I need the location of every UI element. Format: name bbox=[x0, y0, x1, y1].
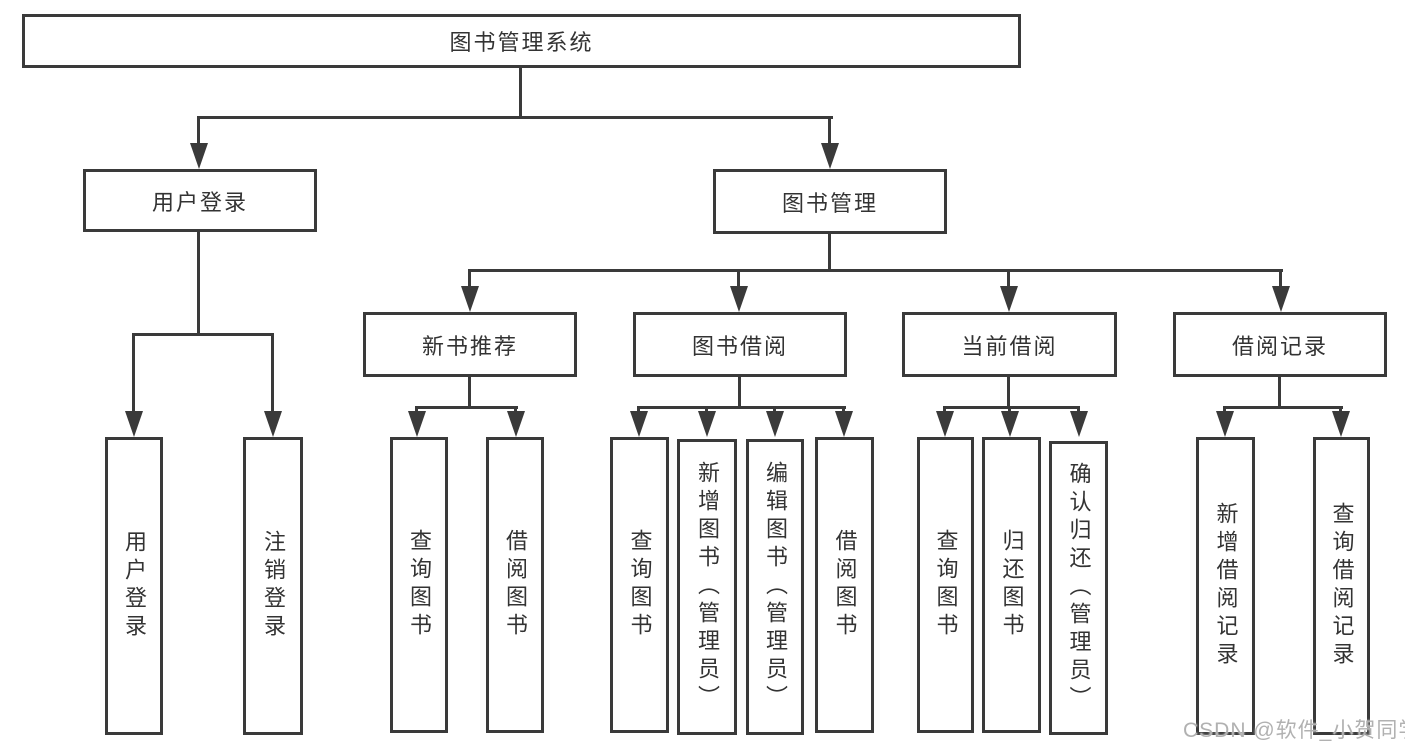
arrowhead-user-login bbox=[190, 143, 208, 169]
node-leaf-logout-label: 注销登录 bbox=[261, 530, 286, 642]
node-br-add-record: 新增借阅记录 bbox=[1196, 437, 1255, 735]
connector-drop-rec-query bbox=[415, 406, 418, 414]
connector-drop-br-query bbox=[1339, 406, 1342, 414]
connector-drop-bb-borrow bbox=[842, 406, 845, 414]
node-bb-borrow-books-label: 借阅图书 bbox=[832, 529, 858, 641]
arrowhead-rec-borrow bbox=[507, 411, 525, 437]
node-root-label: 图书管理系统 bbox=[449, 30, 594, 55]
node-cb-return-books-label: 归还图书 bbox=[999, 529, 1025, 641]
connector-drop-cb-query bbox=[943, 406, 946, 414]
connector-book-borrow-horizontal bbox=[637, 406, 846, 409]
connector-user-login-stem bbox=[197, 232, 200, 335]
connector-drop-borrow-records bbox=[1279, 269, 1282, 286]
arrowhead-bb-add bbox=[698, 411, 716, 437]
connector-drop-leaf-user-login bbox=[132, 333, 135, 413]
node-book-mgmt-label: 图书管理 bbox=[781, 190, 878, 216]
node-rec-query-books: 查询图书 bbox=[390, 437, 448, 733]
connector-current-borrow-stem bbox=[1007, 377, 1010, 409]
arrowhead-rec-query bbox=[408, 411, 426, 437]
node-bb-add-books-label: 新增图书（管理员） bbox=[695, 461, 720, 713]
node-borrow-records-label: 借阅记录 bbox=[1231, 333, 1328, 359]
arrowhead-cb-return bbox=[1001, 411, 1019, 437]
connector-drop-cb-confirm bbox=[1077, 406, 1080, 414]
node-bb-edit-books-label: 编辑图书（管理员） bbox=[763, 461, 788, 713]
node-cb-return-books: 归还图书 bbox=[982, 437, 1041, 733]
arrowhead-br-add bbox=[1216, 411, 1234, 437]
arrowhead-leaf-logout bbox=[264, 411, 282, 437]
arrowhead-cb-confirm bbox=[1070, 411, 1088, 437]
node-cb-query-books-label: 查询图书 bbox=[933, 529, 959, 641]
arrowhead-borrow-records bbox=[1272, 286, 1290, 312]
node-br-query-record: 查询借阅记录 bbox=[1313, 437, 1370, 735]
node-bb-query-books: 查询图书 bbox=[610, 437, 669, 733]
connector-user-login-horizontal bbox=[132, 333, 274, 336]
arrowhead-book-borrow bbox=[730, 286, 748, 312]
csdn-watermark: CSDN @软件_小贺同学 bbox=[1183, 719, 1405, 742]
arrowhead-bb-query bbox=[630, 411, 648, 437]
connector-new-book-rec-stem bbox=[468, 377, 471, 409]
arrowhead-cb-query bbox=[936, 411, 954, 437]
node-user-login-label: 用户登录 bbox=[151, 189, 248, 215]
node-rec-borrow-books-label: 借阅图书 bbox=[503, 529, 528, 641]
arrowhead-bb-borrow bbox=[835, 411, 853, 437]
connector-drop-rec-borrow bbox=[514, 406, 517, 414]
node-user-login: 用户登录 bbox=[83, 169, 317, 232]
connector-current-borrow-horizontal bbox=[943, 406, 1080, 409]
node-bb-edit-books: 编辑图书（管理员） bbox=[746, 439, 804, 735]
connector-drop-current-borrow bbox=[1007, 269, 1010, 286]
connector-book-borrow-stem bbox=[738, 377, 741, 409]
connector-book-mgmt-stem bbox=[828, 234, 831, 272]
node-cb-confirm-return-label: 确认归还（管理员） bbox=[1066, 462, 1092, 714]
connector-drop-leaf-logout bbox=[271, 333, 274, 413]
arrowhead-current-borrow bbox=[1000, 286, 1018, 312]
node-current-borrow: 当前借阅 bbox=[902, 312, 1117, 377]
node-new-book-rec: 新书推荐 bbox=[363, 312, 577, 377]
node-current-borrow-label: 当前借阅 bbox=[961, 333, 1058, 359]
arrowhead-bb-edit bbox=[766, 411, 784, 437]
node-bb-query-books-label: 查询图书 bbox=[627, 529, 653, 641]
node-bb-borrow-books: 借阅图书 bbox=[815, 437, 874, 733]
node-cb-query-books: 查询图书 bbox=[917, 437, 974, 733]
node-br-query-record-label: 查询借阅记录 bbox=[1329, 502, 1355, 670]
node-book-mgmt: 图书管理 bbox=[713, 169, 947, 234]
connector-drop-book-borrow bbox=[737, 269, 740, 286]
node-leaf-user-login-label: 用户登录 bbox=[122, 530, 147, 642]
arrowhead-new-book-rec bbox=[461, 286, 479, 312]
connector-borrow-records-horizontal bbox=[1223, 406, 1343, 409]
node-rec-borrow-books: 借阅图书 bbox=[486, 437, 544, 733]
connector-l1-drop-right bbox=[828, 116, 831, 147]
node-new-book-rec-label: 新书推荐 bbox=[421, 333, 518, 359]
connector-drop-new-book-rec bbox=[468, 269, 471, 286]
connector-drop-cb-return bbox=[1008, 406, 1011, 414]
connector-drop-bb-query bbox=[637, 406, 640, 414]
node-bb-add-books: 新增图书（管理员） bbox=[677, 439, 737, 735]
connector-l1-horizontal bbox=[197, 116, 833, 119]
arrowhead-book-mgmt bbox=[821, 143, 839, 169]
connector-drop-bb-add bbox=[705, 406, 708, 414]
node-book-borrow-label: 图书借阅 bbox=[691, 333, 788, 359]
node-leaf-user-login: 用户登录 bbox=[105, 437, 163, 735]
node-leaf-logout: 注销登录 bbox=[243, 437, 303, 735]
connector-drop-br-add bbox=[1223, 406, 1226, 414]
connector-l2-horizontal bbox=[468, 269, 1283, 272]
node-rec-query-books-label: 查询图书 bbox=[407, 529, 432, 641]
arrowhead-br-query bbox=[1332, 411, 1350, 437]
connector-drop-bb-edit bbox=[773, 406, 776, 414]
node-borrow-records: 借阅记录 bbox=[1173, 312, 1387, 377]
node-book-borrow: 图书借阅 bbox=[633, 312, 847, 377]
connector-root-stem bbox=[519, 68, 522, 119]
arrowhead-leaf-user-login bbox=[125, 411, 143, 437]
node-br-add-record-label: 新增借阅记录 bbox=[1213, 502, 1239, 670]
connector-borrow-records-stem bbox=[1278, 377, 1281, 409]
connector-l1-drop-left bbox=[197, 116, 200, 147]
node-cb-confirm-return: 确认归还（管理员） bbox=[1049, 441, 1108, 735]
node-root: 图书管理系统 bbox=[22, 14, 1021, 68]
connector-new-book-rec-horizontal bbox=[415, 406, 518, 409]
